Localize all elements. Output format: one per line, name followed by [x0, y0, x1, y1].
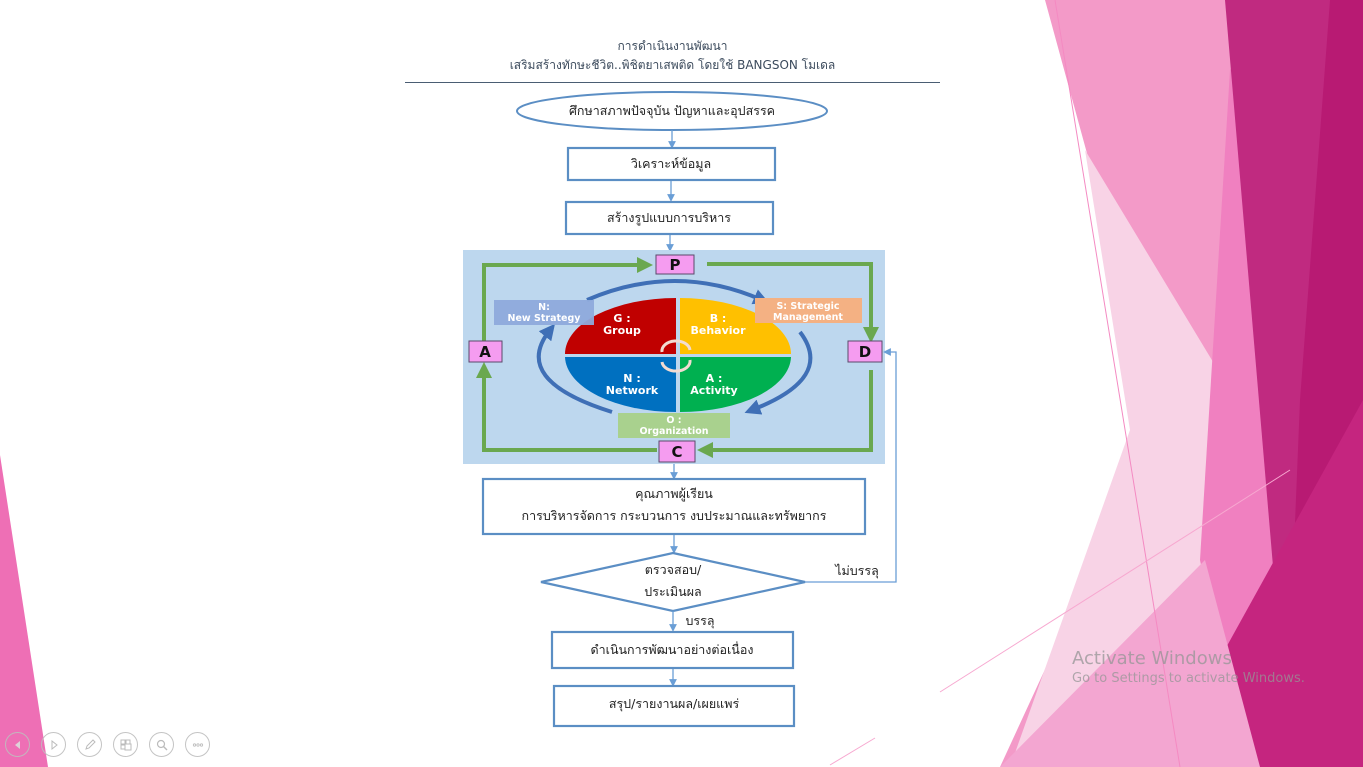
analyze-text: วิเคราะห์ข้อมูล [631, 156, 711, 172]
pass-label: บรรลุ [685, 613, 714, 629]
act-letter: A [479, 343, 491, 361]
pdca-do: D [847, 340, 883, 363]
quality-line1: คุณภาพผู้เรียน [635, 486, 713, 502]
center-cycle-icon [660, 359, 692, 373]
cycle-arrow-p-to-d [707, 262, 879, 343]
evaluate-decision: ตรวจสอบ/ ประเมินผล [540, 551, 806, 613]
strategic-line2: Management [773, 312, 843, 323]
quadrant-network [565, 357, 676, 412]
report-step: สรุป/รายงานผล/เผยแพร่ [552, 684, 796, 728]
network-word: Network [606, 384, 659, 397]
decor-line-2 [939, 469, 1291, 693]
organization-line2: Organization [639, 426, 708, 437]
curve-arrow-left [536, 323, 613, 414]
group-word: Group [603, 324, 641, 337]
fail-loop-connector [805, 348, 897, 583]
pdca-act: A [468, 340, 503, 363]
quadrant-activity [680, 357, 791, 413]
quality-step: คุณภาพผู้เรียน การบริหารจัดการ กระบวนการ… [481, 477, 867, 536]
organization-line1: O : [666, 415, 681, 426]
model-step: สร้างรูปแบบการบริหาร [564, 200, 775, 236]
strategic-line1: S: Strategic [776, 301, 839, 312]
group-letter: G : [613, 312, 630, 325]
continue-step: ดำเนินการพัฒนาอย่างต่อเนื่อง [550, 630, 795, 670]
title-divider [405, 82, 940, 83]
cycle-arrow-a-to-p [482, 257, 653, 342]
new-strategy-box [494, 300, 594, 325]
triangle-right-icon [51, 739, 58, 750]
watermark-line2: Go to Settings to activate Windows. [1072, 671, 1305, 686]
strategic-management-box [755, 298, 862, 323]
behavior-letter: B : [710, 312, 727, 325]
behavior-word: Behavior [690, 324, 746, 337]
analyze-step: วิเคราะห์ข้อมูล [566, 146, 777, 182]
continue-text: ดำเนินการพัฒนาอย่างต่อเนื่อง [591, 641, 754, 657]
pen-button[interactable] [77, 732, 102, 757]
pdca-check: C [658, 440, 696, 463]
ellipsis-icon [192, 742, 203, 747]
activity-letter: A : [706, 372, 723, 385]
pdca-plan: P [655, 254, 695, 275]
plan-letter: P [670, 256, 681, 274]
center-cycle-icon [660, 339, 692, 353]
see-all-slides-button[interactable] [113, 732, 138, 757]
decision-line1: ตรวจสอบ/ [645, 562, 702, 577]
slideshow-controls [5, 732, 210, 757]
check-letter: C [671, 443, 682, 461]
decor-line-1 [1054, 0, 1181, 767]
quality-line2: การบริหารจัดการ กระบวนการ งบประมาณและทรั… [522, 508, 827, 523]
report-text: สรุป/รายงานผล/เผยแพร่ [609, 696, 740, 712]
quadrant-behavior [680, 298, 791, 354]
start-text: ศึกษาสภาพปัจจุบัน ปัญหาและอุปสรรค [569, 103, 775, 119]
cycle-arrow-c-to-a [476, 362, 657, 452]
do-letter: D [859, 343, 871, 361]
left-decor-shape [0, 455, 48, 767]
decor-line-3 [829, 737, 876, 766]
watermark-line1: Activate Windows [1072, 648, 1232, 669]
slides-grid-icon [120, 739, 131, 750]
zoom-button[interactable] [149, 732, 174, 757]
previous-slide-button[interactable] [5, 732, 30, 757]
decision-line2: ประเมินผล [644, 584, 701, 599]
organization-box [618, 413, 730, 438]
more-options-button[interactable] [185, 732, 210, 757]
quadrant-group [565, 298, 676, 354]
model-text: สร้างรูปแบบการบริหาร [607, 210, 731, 226]
pen-icon [84, 738, 96, 750]
cycle-arrow-d-to-c [697, 370, 873, 458]
start-node: ศึกษาสภาพปัจจุบัน ปัญหาและอุปสรรค [516, 91, 828, 131]
new-strategy-line1: N: [538, 302, 550, 313]
curve-arrow-right [744, 330, 813, 415]
curve-arrow-top [586, 279, 770, 305]
slide-title-line1: การดำเนินงานพัฒนา [617, 39, 728, 53]
activity-word: Activity [690, 384, 737, 397]
network-letter: N : [623, 372, 640, 385]
magnifier-icon [156, 739, 167, 750]
slide-title-line2: เสริมสร้างทักษะชีวิต..พิชิตยาเสพติด โดยใ… [509, 58, 836, 72]
bangson-pdca-panel: G : Group B : Behavior N : Network A : A… [463, 250, 885, 464]
new-strategy-line2: New Strategy [508, 313, 582, 324]
activate-windows-watermark: Activate Windows Go to Settings to activ… [1072, 648, 1305, 686]
right-decor-lower-pink [1000, 560, 1260, 767]
fail-label: ไม่บรรลุ [834, 563, 879, 579]
next-slide-button[interactable] [41, 732, 66, 757]
triangle-left-icon [14, 740, 20, 749]
